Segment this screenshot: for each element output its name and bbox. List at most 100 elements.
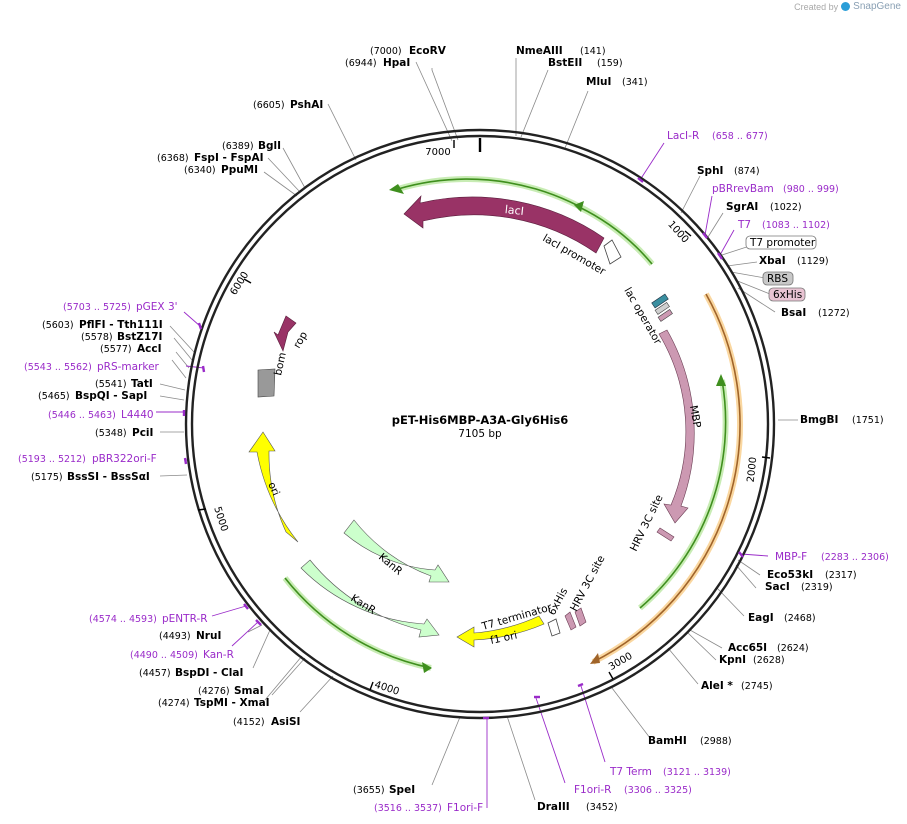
feature-rop xyxy=(273,315,297,352)
primer-marker xyxy=(738,551,744,558)
site-bsai: BsaI xyxy=(781,307,806,319)
site-ecorv: EcoRV xyxy=(409,45,447,57)
site-pos-eco53ki: (2317) xyxy=(825,570,857,581)
primer-pos-prs-marker: (5543 .. 5562) xyxy=(24,362,92,373)
site-pos-tspmi: (4274) xyxy=(158,698,190,709)
feature-label-lac-operator: lac operator xyxy=(621,286,664,348)
site-pos-sphi: (874) xyxy=(734,166,760,177)
primer-markers xyxy=(182,177,744,720)
primer-t7-term: T7 Term xyxy=(609,766,652,778)
feature-label-hrv3c-1: HRV 3C site xyxy=(628,493,666,553)
site-pos-bspdi: (4457) xyxy=(139,668,171,679)
primer-marker xyxy=(197,322,203,330)
primer-marker xyxy=(637,177,644,183)
feature-mbp xyxy=(658,329,695,524)
orf-laci-arrowhead xyxy=(389,184,404,194)
primer-marker xyxy=(243,603,249,610)
primer-kan-r: Kan-R xyxy=(203,649,234,661)
site-pos-xbai: (1129) xyxy=(797,256,829,267)
credit-prefix: Created by xyxy=(794,1,839,12)
primer-marker xyxy=(201,365,206,373)
site-bspdi: BspDI - ClaI xyxy=(175,667,243,679)
site-pos-acci: (5577) xyxy=(100,344,132,355)
site-pos-nrui: (4493) xyxy=(159,631,191,642)
site-tspmi: TspMI - XmaI xyxy=(194,697,270,709)
site-pos-pflfi: (5603) xyxy=(42,320,74,331)
primer-pos-l4440: (5446 .. 5463) xyxy=(48,410,116,421)
site-pos-bsai: (1272) xyxy=(818,308,850,319)
site-ppumi: PpuMI xyxy=(221,164,258,176)
feature-t7-terminator xyxy=(547,618,561,637)
site-eco53ki: Eco53kI xyxy=(767,569,813,581)
site-pos-bsteii: (159) xyxy=(597,58,623,69)
feature-label-ori: ori xyxy=(265,480,282,497)
site-bamhi: BamHI xyxy=(648,735,687,747)
site-nmeaiii: NmeAIII xyxy=(516,45,563,57)
primer-pos-laci-r: (658 .. 677) xyxy=(712,131,768,142)
feature-hrv3c-2 xyxy=(574,607,587,627)
site-pos-mlui: (341) xyxy=(622,77,648,88)
orf-arcs xyxy=(282,176,743,673)
site-saci: SacI xyxy=(765,581,790,593)
feature-6xhis xyxy=(564,611,577,631)
site-pos-bsssi: (5175) xyxy=(31,472,63,483)
primer-pentr-r: pENTR-R xyxy=(162,613,208,625)
snapgene-credit: Created by SnapGene xyxy=(794,1,901,12)
feature-label-f1-ori: f1 ori xyxy=(489,630,518,647)
site-labels: (7000) EcoRV (6944) HpaI NmeAIII (141) B… xyxy=(31,45,884,813)
site-bsteii: BstEII xyxy=(548,57,582,69)
site-bgli: BglI xyxy=(258,140,281,152)
site-pos-asisi: (4152) xyxy=(233,717,265,728)
site-sphi: SphI xyxy=(697,165,723,177)
boxed-feature-labels: T7 promoter RBS 6xHis xyxy=(745,235,817,302)
site-pcii: PciI xyxy=(132,427,153,439)
site-nrui: NruI xyxy=(196,630,221,642)
site-alei: AleI * xyxy=(701,680,733,692)
site-pos-sgrai: (1022) xyxy=(770,202,802,213)
site-bstz17i: BstZ17I xyxy=(117,331,162,343)
primer-prs-marker: pRS-marker xyxy=(97,361,160,373)
feature-label-bom: bom xyxy=(272,351,289,376)
feature-lac-operator xyxy=(651,293,669,309)
plasmid-length: 7105 bp xyxy=(458,428,502,440)
credit-brand: SnapGene xyxy=(853,1,901,12)
primer-marker xyxy=(717,252,723,260)
site-pos-nmeaiii: (141) xyxy=(580,46,606,57)
box-rbs xyxy=(762,271,794,286)
backbone xyxy=(184,128,776,720)
site-pos-hpai: (6944) xyxy=(345,58,377,69)
site-pos-smai: (4276) xyxy=(198,686,230,697)
leader-lines xyxy=(159,58,798,801)
box-label-rbs: RBS xyxy=(767,273,788,285)
feature-f1-ori xyxy=(456,615,545,648)
primer-pos-f1ori-r: (3306 .. 3325) xyxy=(624,785,692,796)
site-bsssi: BssSI - BssSαI xyxy=(67,471,150,483)
feature-label-laci: lacI xyxy=(504,203,524,218)
snapgene-logo-icon xyxy=(841,2,851,11)
feature-laci-promoter xyxy=(603,239,622,265)
site-pos-alei: (2745) xyxy=(741,681,773,692)
primer-f1ori-r: F1ori-R xyxy=(574,784,611,796)
site-sgrai: SgrAI xyxy=(726,201,758,213)
feature-ori xyxy=(248,431,299,543)
site-pos-draiii: (3452) xyxy=(586,802,618,813)
box-t7-promoter xyxy=(745,235,817,250)
site-bspqi: BspQI - SapI xyxy=(75,390,147,402)
site-draiii: DraIII xyxy=(537,801,570,813)
primer-pos-kan-r: (4490 .. 4509) xyxy=(130,650,198,661)
site-asisi: AsiSI xyxy=(271,716,300,728)
primer-pos-t7: (1083 .. 1102) xyxy=(762,220,830,231)
site-pos-bspqi: (5465) xyxy=(38,391,70,402)
tick-4000: 4000 xyxy=(373,679,401,697)
site-pflfi: PflFI - Tth111I xyxy=(79,319,163,331)
primer-l4440: L4440 xyxy=(121,409,154,421)
primer-t7: T7 xyxy=(737,219,751,231)
site-pos-tati: (5541) xyxy=(95,379,127,390)
primer-f1ori-f: F1ori-F xyxy=(447,802,483,814)
site-pos-bgli: (6389) xyxy=(222,141,254,152)
primer-laci-r: LacI-R xyxy=(667,130,699,142)
site-pos-saci: (2319) xyxy=(801,582,833,593)
primer-mbp-f: MBP-F xyxy=(775,551,807,563)
primer-pos-mbp-f: (2283 .. 2306) xyxy=(821,552,889,563)
